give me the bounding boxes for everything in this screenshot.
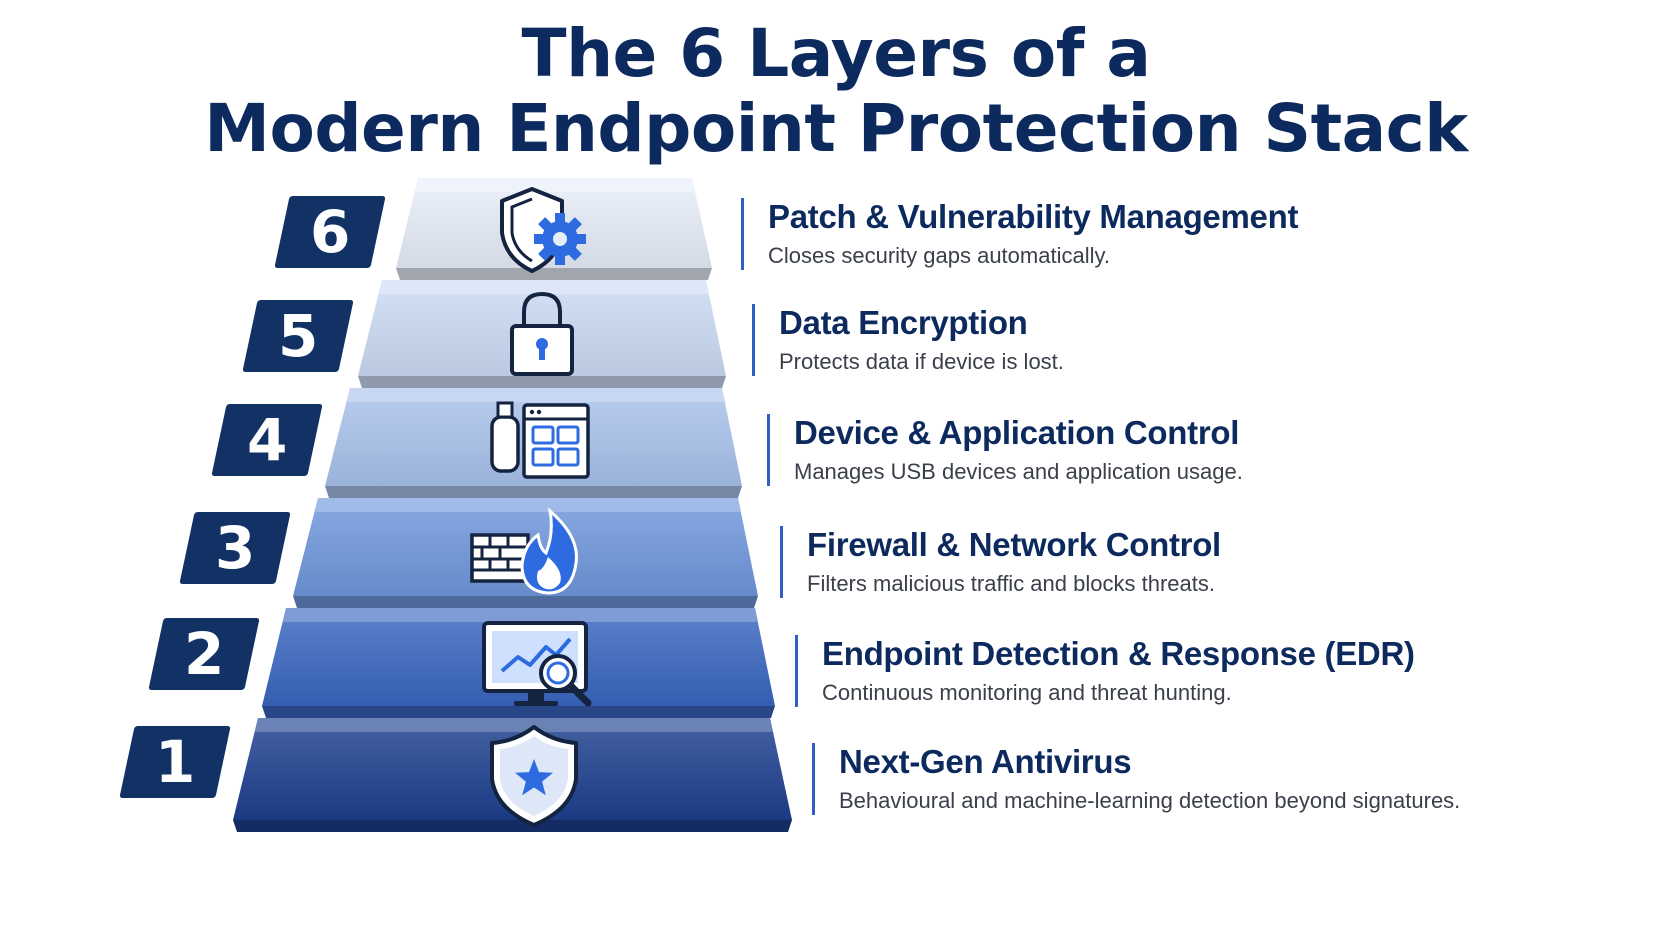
layer-3-name: Firewall & Network Control bbox=[807, 526, 1221, 563]
layer-2-slab-edge bbox=[262, 706, 775, 718]
layer-3-slab-top bbox=[315, 498, 741, 512]
monitor-chart-magnifier-icon bbox=[482, 621, 592, 707]
layer-4-number-badge: 4 bbox=[211, 404, 323, 476]
layer-6-description: Closes security gaps automatically. bbox=[768, 243, 1110, 268]
usb-app-window-icon bbox=[490, 401, 590, 479]
layer-6-name: Patch & Vulnerability Management bbox=[768, 198, 1299, 235]
layer-2-number: 2 bbox=[183, 620, 225, 688]
layer-4-slab-edge bbox=[325, 486, 742, 498]
shield-gear-icon bbox=[500, 187, 586, 273]
layer-3-description: Filters malicious traffic and blocks thr… bbox=[807, 571, 1215, 596]
layer-3-slab-edge bbox=[293, 596, 758, 608]
layer-1-slab-top bbox=[255, 718, 773, 732]
layer-1-number: 1 bbox=[154, 728, 196, 796]
layer-6-number-badge: 6 bbox=[274, 196, 386, 268]
layer-4-description: Manages USB devices and application usag… bbox=[794, 459, 1243, 484]
layer-2-description: Continuous monitoring and threat hunting… bbox=[822, 680, 1232, 705]
layer-2-number-badge: 2 bbox=[148, 618, 260, 690]
layer-1-number-badge: 1 bbox=[119, 726, 231, 798]
layer-5-text: Data Encryption Protects data if device … bbox=[752, 304, 1064, 376]
layer-6-slab-top bbox=[415, 178, 695, 192]
layer-3-number: 3 bbox=[214, 514, 256, 582]
layer-5-name: Data Encryption bbox=[779, 304, 1028, 341]
firewall-flame-icon bbox=[470, 507, 578, 595]
layer-5-slab-edge bbox=[358, 376, 726, 388]
layer-5-slab-top bbox=[379, 280, 709, 294]
layer-5-slab bbox=[358, 280, 726, 388]
layer-1-text: Next-Gen Antivirus Behavioural and machi… bbox=[812, 743, 1460, 815]
layer-4-text: Device & Application Control Manages USB… bbox=[767, 414, 1243, 486]
layer-6-number: 6 bbox=[309, 198, 351, 266]
layer-2-name: Endpoint Detection & Response (EDR) bbox=[822, 635, 1415, 672]
shield-star-icon bbox=[490, 725, 578, 827]
page-title-line-1: The 6 Layers of a bbox=[521, 15, 1151, 92]
layer-3-text: Firewall & Network Control Filters malic… bbox=[780, 526, 1221, 598]
layer-1-description: Behavioural and machine-learning detecti… bbox=[839, 788, 1461, 813]
layer-5-description: Protects data if device is lost. bbox=[779, 349, 1064, 374]
layer-3-number-badge: 3 bbox=[179, 512, 291, 584]
layer-2-text: Endpoint Detection & Response (EDR) Cont… bbox=[795, 635, 1415, 707]
layer-6-text: Patch & Vulnerability Management Closes … bbox=[741, 198, 1298, 270]
layer-2-slab-top bbox=[283, 608, 758, 622]
layer-4-slab-top bbox=[347, 388, 725, 402]
layer-1-name: Next-Gen Antivirus bbox=[839, 743, 1132, 780]
layer-1-slab-edge bbox=[233, 820, 792, 832]
page-title-line-2: Modern Endpoint Protection Stack bbox=[204, 90, 1468, 167]
layer-5-number: 5 bbox=[277, 302, 319, 370]
layer-4-name: Device & Application Control bbox=[794, 414, 1240, 451]
layer-4-number: 4 bbox=[246, 406, 288, 474]
padlock-icon bbox=[510, 291, 574, 376]
layer-5-number-badge: 5 bbox=[242, 300, 354, 372]
layer-6-slab-edge bbox=[396, 268, 712, 280]
